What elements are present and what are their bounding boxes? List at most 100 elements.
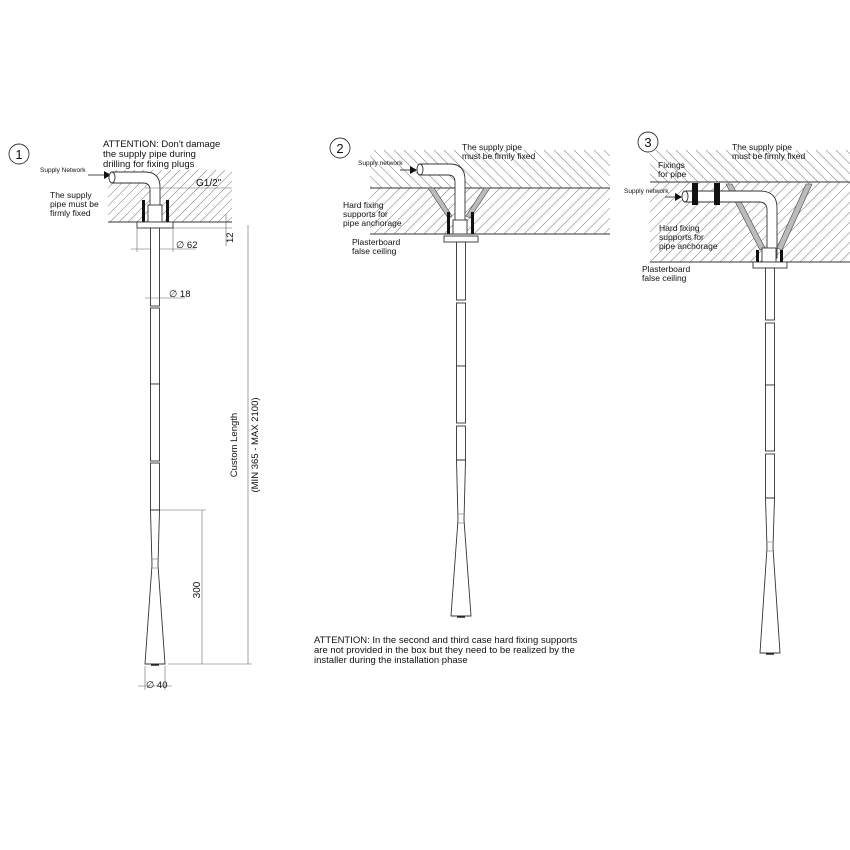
hatch-line <box>775 150 809 182</box>
supply-pipe <box>111 171 161 211</box>
hatch-line <box>199 189 232 222</box>
spout-cone <box>450 459 472 617</box>
attention-line-3: drilling for fixing plugs <box>103 159 195 170</box>
hatch-line <box>463 150 503 188</box>
pole-segment <box>456 241 466 301</box>
hatch-line <box>583 207 610 234</box>
fixings-label-line-1: Fixings <box>658 160 685 170</box>
hatch-line <box>835 150 850 165</box>
hatch-line <box>523 150 563 188</box>
hatch-line <box>573 197 610 234</box>
fixing-plug <box>166 200 169 222</box>
hatch-line <box>829 241 850 262</box>
hatch-line <box>493 150 533 188</box>
hatch-line <box>370 155 403 188</box>
supply-network-label: Supply network <box>624 188 669 195</box>
supports-label-line-3: pipe anchorage <box>659 241 718 251</box>
step-2-number: 2 <box>336 141 343 156</box>
pipe-note-line-2: pipe must be <box>50 199 99 209</box>
hatch-line <box>453 150 493 188</box>
hatch-line <box>745 150 779 182</box>
pipe-opening <box>108 171 116 184</box>
supports-label-line-2: supports for <box>343 209 388 219</box>
hatch-line <box>370 175 383 188</box>
hatch-line <box>543 150 583 188</box>
hatch-line <box>695 150 729 182</box>
pole-segment <box>765 453 775 499</box>
hatch-line <box>533 150 573 188</box>
hatch-line <box>819 231 850 262</box>
spout-cone <box>144 509 166 665</box>
hatch-line <box>655 150 689 182</box>
hatch-line <box>483 188 531 234</box>
hatch-line <box>563 188 610 234</box>
ceiling-label-line-1: Plasterboard <box>352 237 400 247</box>
pipe-fixing <box>692 183 698 205</box>
hatch-line <box>483 150 523 188</box>
hatch-line <box>154 170 208 222</box>
cone-length-dim: 300 <box>192 581 203 598</box>
hatch-line <box>606 150 638 182</box>
wall-hatch <box>606 150 850 182</box>
connector <box>761 247 777 263</box>
hatch-line <box>553 150 593 188</box>
hatch-line <box>281 170 333 222</box>
hatch-line <box>393 188 441 234</box>
hatch-line <box>685 150 719 182</box>
fixing-plug <box>756 250 759 262</box>
connector <box>452 219 468 235</box>
hatch-line <box>573 150 610 187</box>
hatch-line <box>785 150 819 182</box>
attention-line-1: ATTENTION: Don't damage <box>103 139 220 150</box>
hatch-line <box>815 150 849 182</box>
hatch-line <box>254 170 306 222</box>
hatch-line <box>236 170 288 222</box>
ceiling-label-line-2: false ceiling <box>642 273 687 283</box>
pipe-note-line-2: must be firmly fixed <box>732 151 805 161</box>
arrow-head-icon <box>410 166 417 174</box>
hatch-line <box>383 188 431 234</box>
hatch-line <box>665 150 699 182</box>
hatch-line <box>493 188 541 234</box>
spout-cone <box>759 497 781 654</box>
connector <box>147 204 163 223</box>
hatch-line <box>650 182 681 213</box>
hatch-line <box>755 150 789 182</box>
hatch-line <box>294 150 332 188</box>
hatch-line <box>263 170 315 222</box>
pipe-note-line-1: The supply pipe <box>732 142 792 152</box>
hatch-line <box>190 180 232 222</box>
hatch-line <box>735 150 769 182</box>
hatch-line <box>108 170 118 180</box>
hatch-line <box>217 207 232 222</box>
supply-network-label: Supply Network <box>40 167 86 174</box>
fixing-plug <box>471 212 474 234</box>
hatch-line <box>118 170 172 222</box>
hatch-line <box>136 170 190 222</box>
hatch-line <box>172 170 226 222</box>
pipe-note-line-2: must be firmly fixed <box>462 151 535 161</box>
hatch-line <box>769 182 850 262</box>
hatch-line <box>370 188 381 199</box>
attention-line-2: the supply pipe during <box>103 149 196 160</box>
pole-segment <box>150 227 160 307</box>
hatch-line <box>705 150 739 182</box>
flange-diameter-dim: ∅ 62 <box>176 240 197 251</box>
hatch-line <box>593 217 610 234</box>
support-strut <box>427 187 453 219</box>
step-2-badge <box>329 137 351 159</box>
fixing-plug <box>142 200 145 222</box>
hatch-line <box>443 150 483 188</box>
pole-segment <box>456 302 466 367</box>
ceiling-label-line-1: Plasterboard <box>642 264 690 274</box>
pole <box>450 241 472 618</box>
pipe-note-line-3: firmly fixed <box>50 208 91 218</box>
hatch-line <box>650 173 659 182</box>
cone-diameter-dim: ∅ 40 <box>146 680 167 691</box>
flange <box>136 221 174 229</box>
footer-note: ATTENTION: In the second and third case … <box>314 635 578 666</box>
step-3-number: 3 <box>644 135 651 150</box>
hatch-line <box>513 150 553 188</box>
hatch-line <box>473 150 513 188</box>
hatch-line <box>725 150 759 182</box>
